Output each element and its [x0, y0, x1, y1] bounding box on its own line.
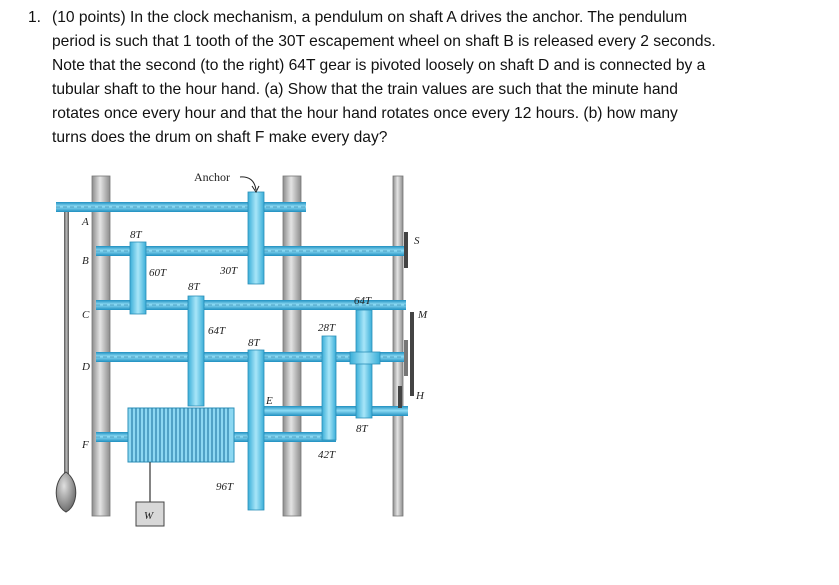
shaft-label-d: D — [81, 361, 90, 373]
hour-hand — [398, 386, 402, 408]
anchor-label: Anchor — [194, 170, 230, 184]
gear-60t — [129, 241, 147, 315]
gears — [129, 191, 381, 511]
frame — [91, 175, 404, 517]
gear-8t-right — [349, 351, 381, 365]
frame-post-right — [392, 175, 404, 517]
gear-anchor-escapement — [247, 191, 265, 285]
frame-post-middle — [282, 175, 302, 517]
gear-label-42t: 42T — [318, 449, 336, 461]
drum — [127, 407, 235, 527]
gear-label-60t: 60T — [149, 267, 167, 279]
gear-label-64t-left: 64T — [208, 325, 226, 337]
minute-hand — [410, 312, 414, 396]
problem-line: period is such that 1 tooth of the 30T e… — [52, 33, 716, 50]
problem-text: (10 points) In the clock mechanism, a pe… — [52, 6, 828, 150]
shaft-label-f: F — [81, 439, 89, 451]
gear-label-8t-d: 8T — [248, 337, 261, 349]
gear-label-28t: 28T — [318, 322, 336, 334]
anchor-callout: Anchor — [194, 170, 260, 193]
frame-post-left — [91, 175, 111, 517]
weight-label: W — [144, 510, 154, 522]
gear-64t-left — [187, 295, 205, 407]
gear-label-8t-b: 8T — [130, 229, 143, 241]
gear-label-30t: 30T — [219, 265, 238, 277]
clock-hands — [398, 232, 414, 408]
problem-line: Note that the second (to the right) 64T … — [52, 57, 706, 74]
problem-line: turns does the drum on shaft F make ever… — [52, 129, 388, 146]
shaft-label-b: B — [82, 255, 89, 267]
pendulum — [55, 206, 77, 513]
hour-hand-hub — [404, 340, 408, 376]
gear-label-8t-c: 8T — [188, 281, 201, 293]
shaft-label-e: E — [265, 395, 273, 407]
problem-line: (10 points) In the clock mechanism, a pe… — [52, 9, 688, 26]
pendulum-rod — [64, 206, 69, 482]
hand-label-s: S — [414, 235, 420, 247]
gear-96t — [247, 349, 265, 511]
shaft-a — [56, 202, 306, 212]
problem-line: rotates once every hour and that the hou… — [52, 105, 678, 122]
gear-28t-42t — [321, 335, 337, 441]
hand-label-m: M — [417, 309, 428, 321]
problem-number: 1. — [28, 9, 42, 26]
shaft-label-a: A — [81, 216, 89, 228]
gear-label-64t-right: 64T — [354, 295, 372, 307]
problem-statement: 1. (10 points) In the clock mechanism, a… — [28, 6, 828, 150]
hand-label-h: H — [415, 390, 425, 402]
gear-label-8t-right: 8T — [356, 423, 369, 435]
second-hand — [404, 232, 408, 268]
gear-label-96t: 96T — [216, 481, 234, 493]
problem-line: tubular shaft to the hour hand. (a) Show… — [52, 81, 678, 98]
pendulum-bob — [55, 471, 77, 513]
shaft-label-c: C — [82, 309, 90, 321]
weight-block — [135, 501, 165, 527]
